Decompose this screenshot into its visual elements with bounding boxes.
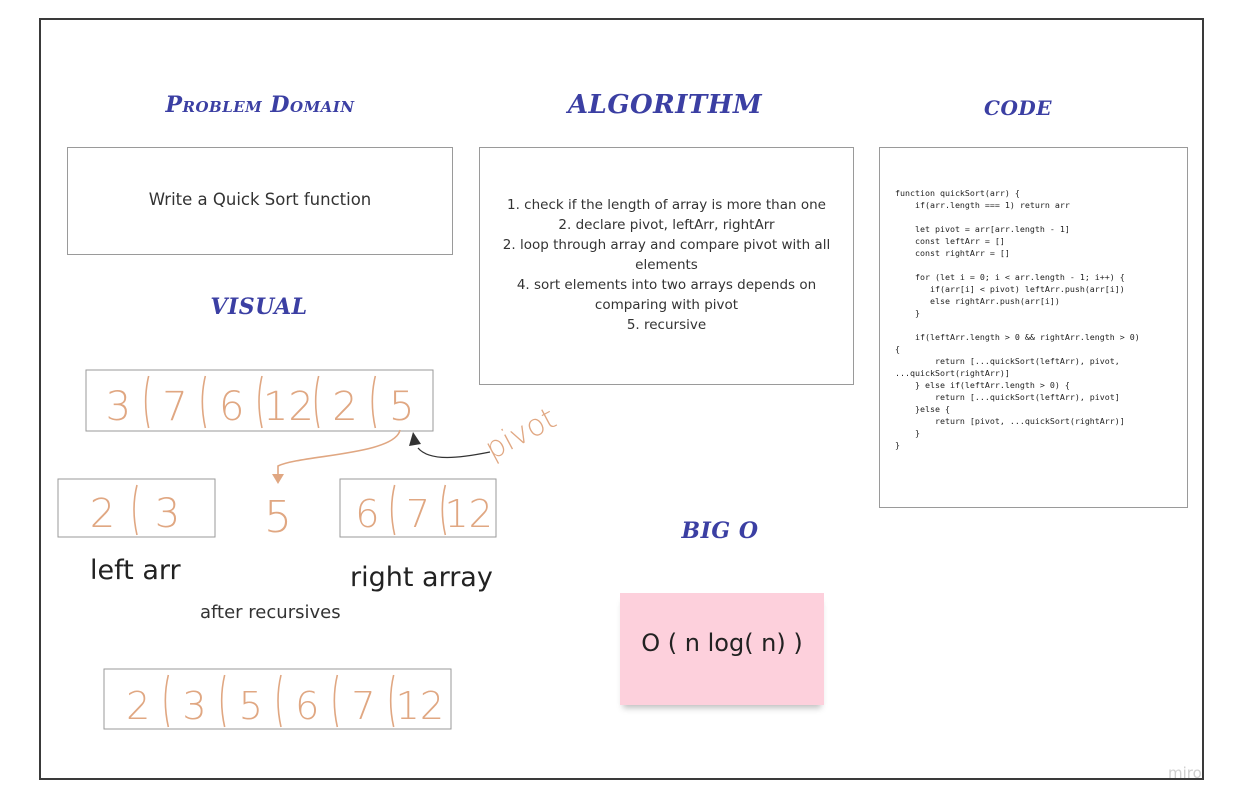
big-o-sticky-note[interactable]: O ( n log( n) ) [620,593,824,705]
big-o-value: O ( n log( n) ) [641,629,803,657]
pivot-move-arrow [277,429,401,480]
input-array-cell-value: 3 [106,384,131,430]
sorted-array-cell-value: 12 [396,684,444,728]
algorithm-box: 1. check if the length of array is more … [479,147,854,385]
algorithm-heading: ALGORITHM [567,90,763,120]
left-array-box [57,478,216,538]
algorithm-step: 4. sort elements into two arrays depends… [516,277,817,313]
algorithm-step: 2. loop through array and compare pivot … [502,237,831,273]
visual-heading: VISUAL [210,294,308,320]
left-array-cell-divider [133,484,138,536]
right-array-cell-value: 6 [355,492,379,536]
pivot-label: pivot [479,401,562,467]
input-array-cell-divider [144,375,150,429]
code-box [879,147,1188,508]
algorithm-step: 5. recursive [626,317,707,333]
input-array-cell-divider [371,375,377,429]
input-array-cell-value: 12 [263,384,314,430]
pivot-arrow-head [409,432,421,446]
pivot-move-arrow-head [272,474,284,484]
sorted-array-cell-value: 5 [239,684,263,728]
algorithm-step: 2. declare pivot, leftArr, rightArr [558,217,775,233]
sorted-array-cell-value: 6 [295,684,319,728]
sorted-array-cell-value: 7 [351,684,375,728]
code-snippet: function quickSort(arr) { if(arr.length … [895,188,1140,450]
input-array-cell-value: 5 [389,384,414,430]
right-array-label: right array [350,562,493,593]
left-array-label: left arr [90,555,181,586]
sorted-array-cell-value: 2 [126,684,150,728]
input-array-box [85,369,434,432]
input-array-cell-value: 6 [219,384,244,430]
sorted-array-cell-divider [333,674,339,728]
input-array-cell-divider [201,375,207,429]
sorted-array-cell-value: 3 [182,684,206,728]
sorted-array-cell-divider [164,674,170,728]
right-array-cell-value: 7 [406,492,430,536]
miro-watermark: miro [1168,764,1202,782]
sorted-array-cell-divider [277,674,282,728]
problem-domain-text: Write a Quick Sort function [148,190,372,209]
input-array-cell-divider [258,375,263,429]
problem-domain-box: Write a Quick Sort function [67,147,453,255]
code-heading: CODE [984,96,1052,120]
sorted-array-cell-divider [220,674,226,728]
input-array-cell-value: 2 [332,384,357,430]
pivot-arrow [417,447,491,459]
sorted-array-box [103,668,452,730]
after-recursives-label: after recursives [200,602,341,623]
pivot-value: 5 [264,492,292,543]
algorithm-steps: 1. check if the length of array is more … [494,195,839,335]
problem-domain-heading: Problem Domain [165,92,355,118]
left-array-cell-value: 2 [90,491,115,537]
right-array-cell-divider [390,484,396,536]
input-array-cell-divider [314,375,320,429]
big-o-heading: BIG O [681,518,759,544]
sorted-array-cell-divider [389,674,395,728]
left-array-cell-value: 3 [155,491,180,537]
input-array-cell-value: 7 [162,384,187,430]
right-array-box [339,478,497,538]
right-array-cell-value: 12 [444,492,492,536]
right-array-cell-divider [441,484,447,536]
algorithm-step: 1. check if the length of array is more … [507,197,826,213]
